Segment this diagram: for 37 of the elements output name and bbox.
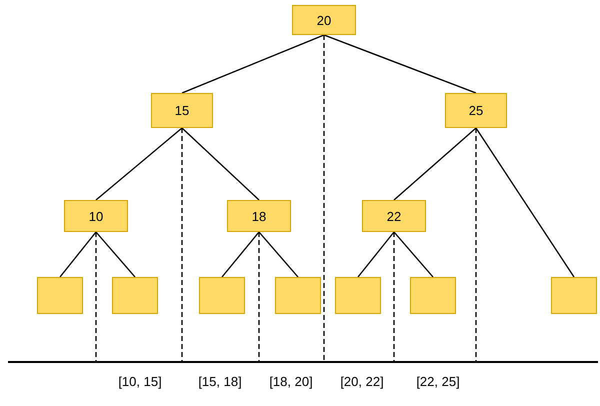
tree-edge bbox=[60, 232, 96, 278]
empty-node bbox=[37, 277, 83, 314]
tree-edge bbox=[475, 128, 575, 278]
dashed-line bbox=[181, 128, 183, 361]
key-node: 22 bbox=[362, 200, 426, 232]
tree-edge bbox=[96, 128, 182, 200]
empty-node bbox=[551, 277, 597, 314]
dashed-line bbox=[95, 232, 97, 361]
empty-node bbox=[112, 277, 158, 314]
interval-label: [10, 15] bbox=[118, 374, 162, 389]
tree-edge bbox=[182, 128, 260, 200]
dashed-line bbox=[258, 232, 260, 361]
tree-edge bbox=[96, 232, 136, 278]
tree-edge bbox=[182, 34, 324, 94]
tree-edge bbox=[394, 232, 434, 278]
key-node: 10 bbox=[64, 200, 128, 232]
tree-edge bbox=[358, 232, 394, 278]
tree-edge bbox=[222, 232, 260, 278]
dashed-line bbox=[475, 128, 477, 361]
key-node: 18 bbox=[227, 200, 291, 232]
empty-node bbox=[275, 277, 321, 314]
interval-label: [15, 18] bbox=[198, 374, 242, 389]
empty-node bbox=[199, 277, 245, 314]
key-node: 15 bbox=[151, 93, 213, 128]
interval-label: [20, 22] bbox=[340, 374, 384, 389]
dashed-line bbox=[393, 232, 395, 361]
key-node: 20 bbox=[292, 5, 356, 35]
baseline-bar bbox=[8, 361, 598, 363]
dashed-line bbox=[323, 35, 325, 361]
tree-edge bbox=[258, 232, 298, 278]
key-node: 25 bbox=[445, 93, 507, 128]
empty-node bbox=[410, 277, 456, 314]
interval-label: [18, 20] bbox=[269, 374, 313, 389]
tree-edge bbox=[324, 34, 476, 94]
interval-label: [22, 25] bbox=[416, 374, 460, 389]
empty-node bbox=[335, 277, 381, 314]
tree-edge bbox=[394, 128, 476, 200]
